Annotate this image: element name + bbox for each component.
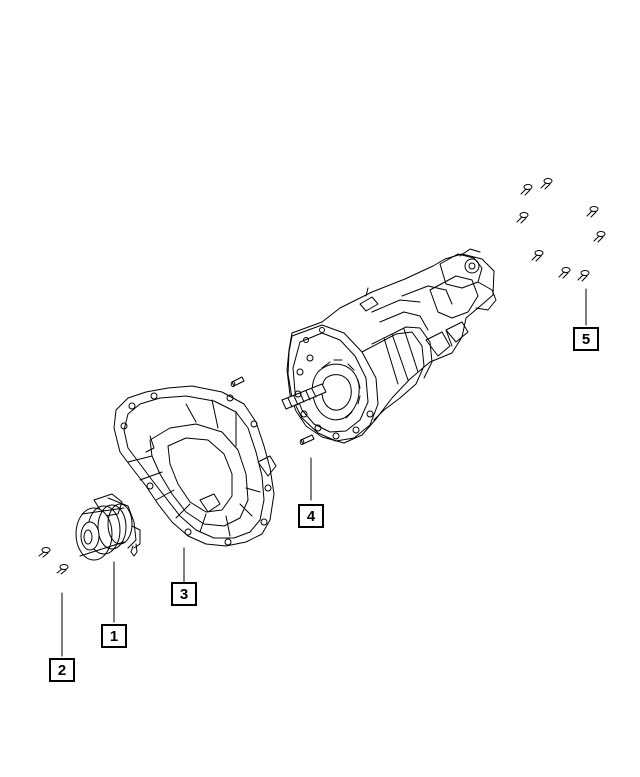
- bolt-group-part-5: [516, 178, 606, 282]
- bolt: [531, 250, 544, 262]
- bolt: [558, 267, 571, 279]
- callout-1: 1: [101, 624, 127, 648]
- bolt: [577, 270, 590, 282]
- callout-4: 4: [298, 504, 324, 528]
- callout-2: 2: [49, 658, 75, 682]
- bolt: [38, 547, 51, 558]
- bolt: [56, 564, 69, 575]
- bolt: [540, 178, 553, 190]
- bolt: [520, 184, 533, 196]
- bolt: [516, 212, 529, 224]
- transmission-assembly: [281, 248, 497, 444]
- callout-5: 5: [573, 327, 599, 351]
- dowel-pins-part-4: [230, 376, 315, 445]
- bolt: [586, 206, 599, 218]
- callout-3: 3: [171, 582, 197, 606]
- bolt: [593, 231, 606, 243]
- slave-cylinder-part-1: [75, 493, 141, 561]
- bolt-group-part-2: [38, 547, 69, 575]
- clutch-housing-part-3: [113, 385, 277, 547]
